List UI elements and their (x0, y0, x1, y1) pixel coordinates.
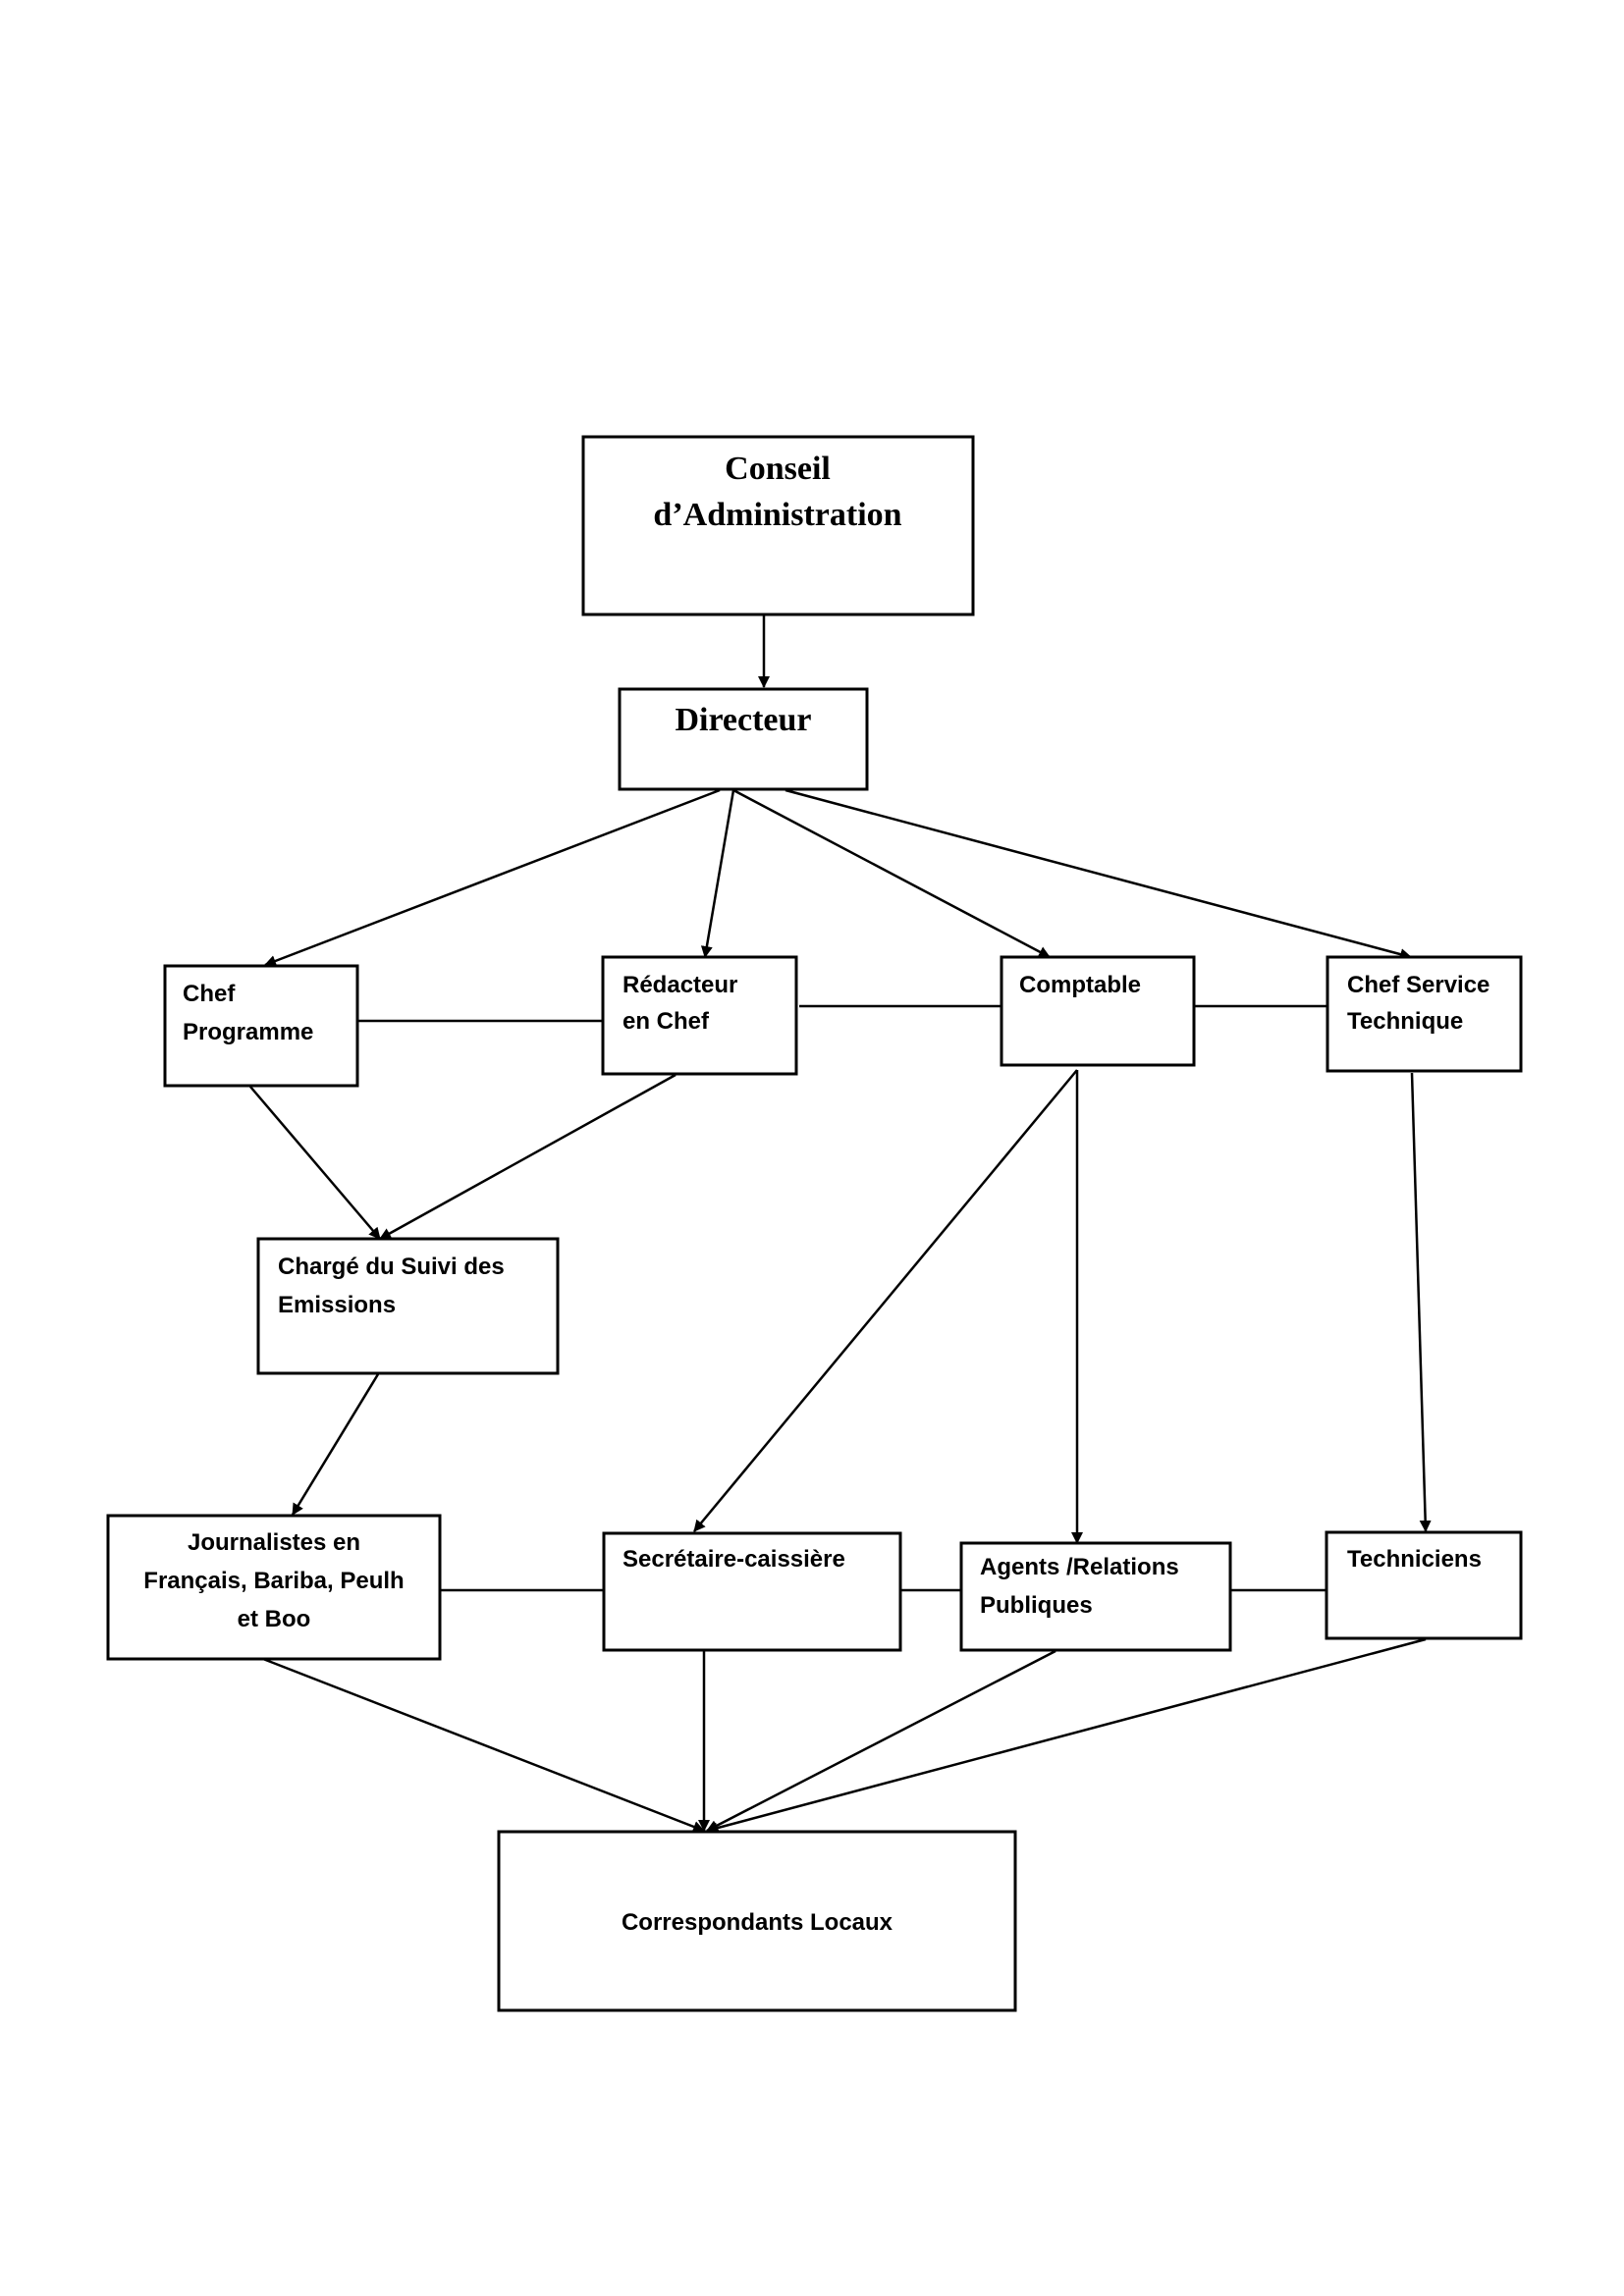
node-journalistes-line1: Journalistes en (188, 1529, 360, 1556)
arrow-directeur-chef-programme (264, 788, 721, 967)
node-chef-service-line1: Chef Service (1347, 972, 1489, 998)
arrows (249, 615, 1432, 1834)
node-agents: Agents /Relations Publiques (959, 1541, 1232, 1652)
node-chef-service: Chef Service Technique (1326, 955, 1523, 1073)
node-chef-programme: Chef Programme (163, 964, 359, 1088)
node-secretaire-line1: Secrétaire-caissière (623, 1546, 845, 1573)
arrow-agents-correspondants (706, 1649, 1056, 1833)
node-correspondants-line1: Correspondants Locaux (622, 1909, 893, 1936)
node-charge-suivi: Chargé du Suivi des Emissions (256, 1237, 560, 1375)
node-comptable: Comptable (1000, 955, 1196, 1067)
node-journalistes: Journalistes en Français, Bariba, Peulh … (106, 1514, 442, 1661)
node-redacteur: Rédacteur en Chef (601, 955, 798, 1076)
node-comptable-line1: Comptable (1019, 972, 1141, 998)
node-chef-service-line2: Technique (1347, 1008, 1463, 1035)
arrow-techniciens-correspondants (706, 1637, 1427, 1834)
node-journalistes-line3: et Boo (238, 1606, 311, 1632)
node-techniciens-line1: Techniciens (1347, 1546, 1482, 1573)
node-directeur: Directeur (618, 687, 869, 791)
arrow-directeur-chef-service (785, 788, 1412, 960)
arrow-chef-programme-charge (249, 1086, 381, 1240)
node-techniciens: Techniciens (1325, 1530, 1523, 1640)
node-conseil: Conseil d’Administration (581, 435, 975, 616)
arrow-journalistes-correspondants (262, 1657, 705, 1833)
arrow-chef-service-techniciens (1410, 1072, 1432, 1532)
horizontal-links (357, 1004, 1326, 1592)
arrow-charge-journalistes (291, 1373, 380, 1516)
arrow-directeur-comptable (732, 788, 1051, 959)
arrow-redacteur-charge (379, 1073, 677, 1241)
node-chef-programme-line1: Chef (183, 981, 236, 1007)
node-agents-line1: Agents /Relations (980, 1554, 1179, 1580)
node-charge-suivi-line1: Chargé du Suivi des (278, 1254, 505, 1280)
node-redacteur-line2: en Chef (623, 1008, 710, 1035)
arrow-directeur-redacteur (700, 789, 735, 958)
node-charge-suivi-line2: Emissions (278, 1292, 396, 1318)
node-conseil-line2: d’Administration (653, 497, 901, 533)
node-conseil-line1: Conseil (725, 451, 831, 487)
arrow-comptable-secretaire (693, 1069, 1078, 1532)
node-journalistes-line2: Français, Bariba, Peulh (143, 1568, 404, 1594)
node-correspondants: Correspondants Locaux (497, 1830, 1017, 2012)
node-directeur-line1: Directeur (675, 702, 811, 738)
node-secretaire: Secrétaire-caissière (602, 1531, 902, 1652)
node-agents-line2: Publiques (980, 1592, 1093, 1619)
node-chef-programme-line2: Programme (183, 1019, 313, 1045)
node-redacteur-line1: Rédacteur (623, 972, 737, 998)
